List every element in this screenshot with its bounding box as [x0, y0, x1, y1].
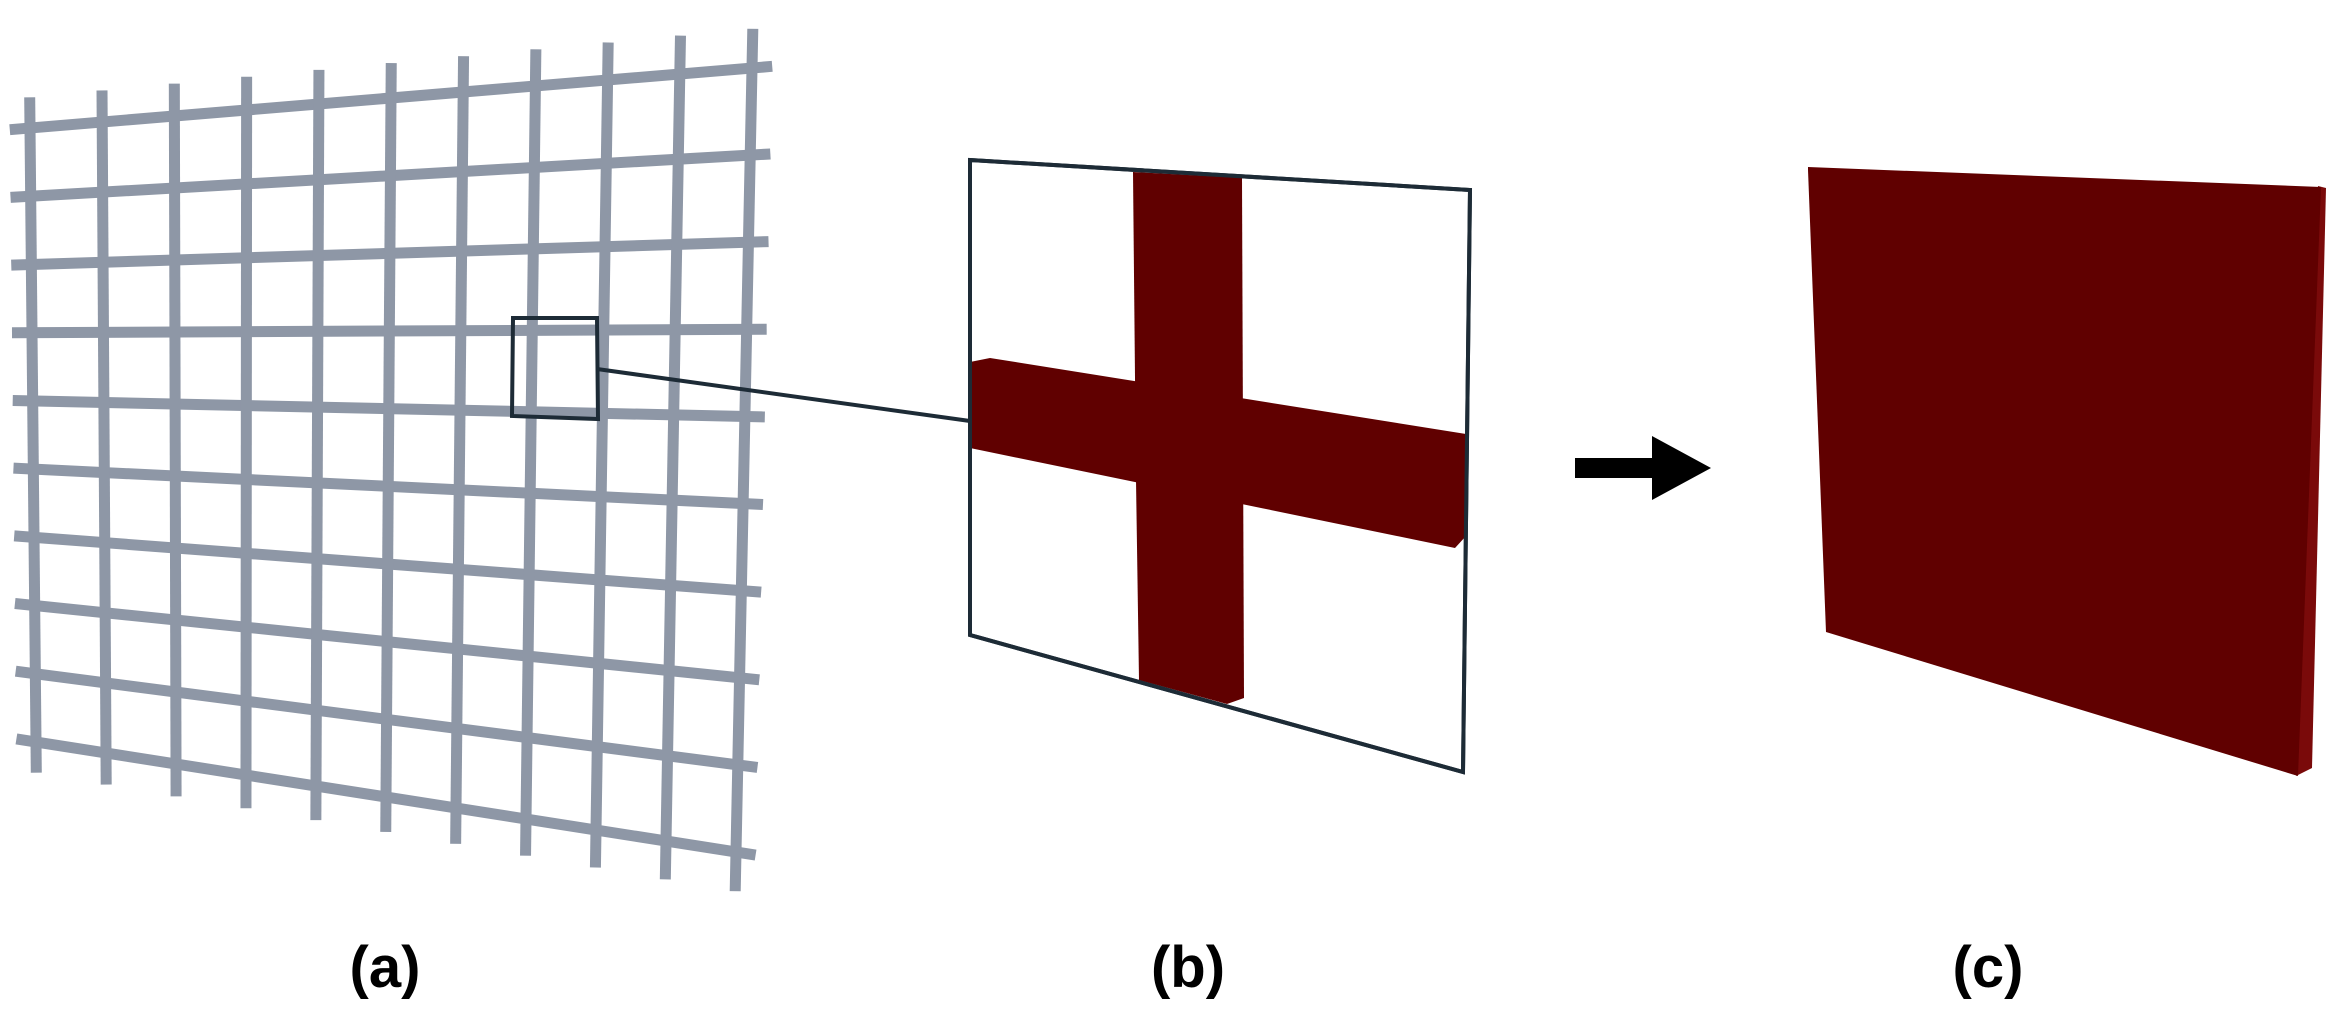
lattice-vertical-strut	[520, 49, 542, 856]
unit-cell-horizontal-strut	[970, 358, 1466, 548]
lattice-vertical-strut	[24, 97, 42, 773]
homogenized-plate-face	[1808, 167, 2321, 776]
panel-b-label: (b)	[1151, 935, 1225, 1000]
zoom-connector-line	[596, 367, 971, 423]
lattice-vertical-strut	[659, 35, 686, 880]
lattice-vertical-strut	[96, 90, 112, 785]
lattice-vertical-strut	[450, 56, 470, 844]
lattice-vertical-strut	[310, 69, 325, 821]
panel-c-homogenized-plate	[1808, 167, 2326, 776]
panel-a-lattice-grid	[9, 28, 773, 892]
panel-b-unit-cell	[968, 157, 1473, 775]
lattice-vertical-strut	[380, 63, 397, 832]
lattice-vertical-strut	[729, 28, 759, 892]
lattice-vertical-strut	[168, 83, 182, 797]
lattice-vertical-strut	[589, 42, 614, 868]
panel-c-label: (c)	[1953, 935, 2024, 1000]
zoom-selection-box	[509, 316, 601, 422]
lattice-vertical-strut	[240, 76, 253, 809]
right-arrow-icon	[1575, 436, 1711, 500]
panel-a-label: (a)	[350, 935, 421, 1000]
